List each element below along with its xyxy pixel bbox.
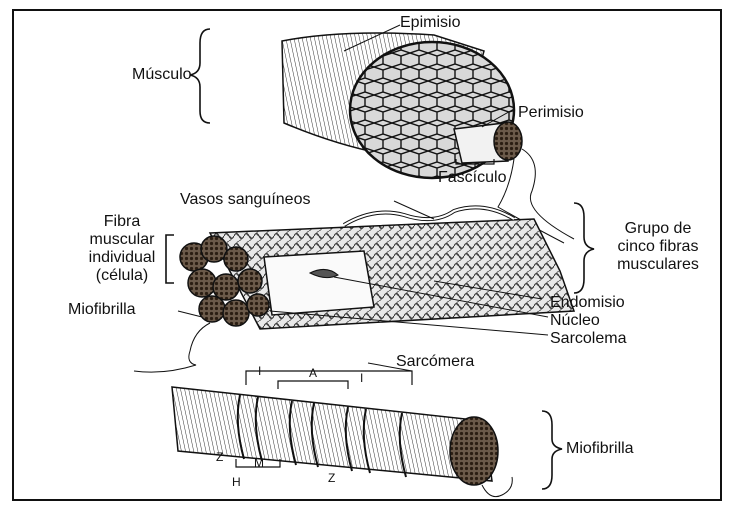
miofibrilla-mid-leader	[178, 311, 202, 317]
label-h-zone: H	[232, 476, 241, 489]
sarcomera-bracket	[246, 371, 412, 385]
miofibrilla-mid-loop	[134, 323, 210, 372]
label-epimisio: Epimisio	[400, 14, 460, 32]
label-grupo-line2: cinco fibras	[598, 238, 718, 256]
label-z-right: Z	[328, 472, 335, 485]
label-sarcolema: Sarcolema	[550, 330, 626, 348]
label-sarcomera: Sarcómera	[396, 353, 474, 371]
musculo-brace	[190, 29, 210, 123]
label-perimisio: Perimisio	[518, 104, 584, 122]
label-grupo-line3: musculares	[598, 256, 718, 274]
myofibril-end	[450, 417, 498, 485]
label-m-line: M	[254, 457, 264, 470]
label-band-a: A	[309, 367, 317, 380]
miofibrilla-brace	[542, 411, 562, 489]
label-vasos-sanguineos: Vasos sanguíneos	[180, 191, 310, 209]
grupo-brace	[574, 203, 594, 293]
label-fibra-line3: individual	[74, 249, 170, 267]
label-miofibrilla-mid: Miofibrilla	[68, 301, 136, 319]
label-band-i-left: I	[258, 365, 261, 378]
muscle-illustration	[282, 33, 574, 243]
fiber-cylinder	[264, 251, 374, 315]
label-fibra-muscular: Fibra muscular individual (célula)	[74, 213, 170, 285]
fascicle-end	[494, 122, 522, 160]
label-musculo: Músculo	[132, 66, 192, 84]
label-band-i-right: I	[360, 372, 363, 385]
label-endomisio: Endomisio	[550, 294, 625, 312]
label-fibra-line1: Fibra	[74, 213, 170, 231]
myofibril-body	[172, 387, 492, 481]
label-z-left: Z	[216, 451, 223, 464]
label-fasciculo: Fascículo	[438, 169, 506, 187]
label-grupo-line1: Grupo de	[598, 220, 718, 238]
a-band-bracket	[278, 381, 348, 389]
diagram-frame: Músculo Epimisio Perimisio Fascículo Vas…	[12, 9, 722, 501]
label-nucleo: Núcleo	[550, 312, 600, 330]
myofibril-illustration	[172, 387, 512, 497]
label-grupo-fibras: Grupo de cinco fibras musculares	[598, 220, 718, 274]
label-fibra-line2: muscular	[74, 231, 170, 249]
label-fibra-line4: (célula)	[74, 267, 170, 285]
label-miofibrilla-bottom: Miofibrilla	[566, 440, 634, 458]
